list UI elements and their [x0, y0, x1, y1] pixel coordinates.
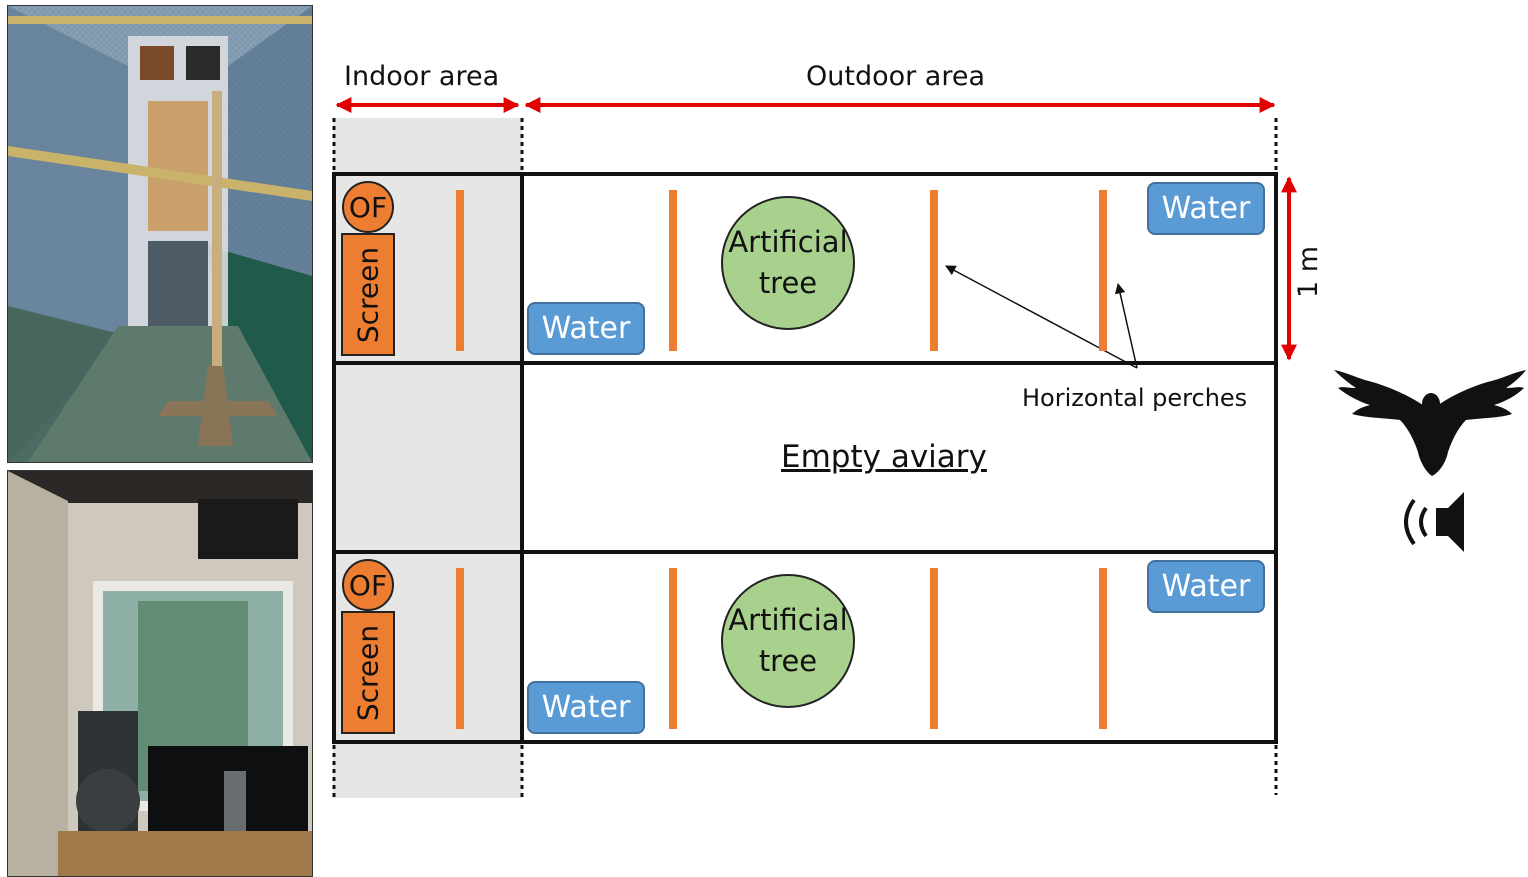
aviary-outlines	[332, 172, 1278, 744]
screen-top: Screen	[341, 233, 395, 356]
horizontal-perches-label: Horizontal perches	[1022, 384, 1248, 412]
perch-bottom-2	[669, 568, 677, 729]
water-top-left: Water	[527, 302, 645, 355]
perch-bottom-1	[456, 568, 464, 729]
water-bottom-right: Water	[1147, 560, 1265, 613]
perch-bottom-3	[930, 568, 938, 729]
screen-bottom: Screen	[341, 611, 395, 734]
speaker-icon	[1404, 492, 1464, 552]
empty-aviary-label: Empty aviary	[781, 439, 987, 475]
dotted-extensions	[332, 118, 1278, 798]
aviary-outdoor-photo	[7, 5, 313, 463]
eagle-silhouette-icon	[1334, 370, 1526, 476]
scale-label: 1 m	[1293, 245, 1324, 298]
perch-pointer-2	[1114, 282, 1138, 369]
operant-feeder-top: OF	[342, 181, 394, 233]
indoor-area-label: Indoor area	[344, 61, 500, 92]
outdoor-area-label: Outdoor area	[806, 61, 986, 92]
perch-top-2	[669, 190, 677, 351]
aviary-indoor-photo	[7, 470, 313, 877]
water-bottom-left: Water	[527, 681, 645, 734]
perch-top-4	[1099, 190, 1107, 351]
perch-top-3	[930, 190, 938, 351]
perch-top-1	[456, 190, 464, 351]
perch-pointer-1	[945, 265, 1138, 369]
perch-bottom-4	[1099, 568, 1107, 729]
operant-feeder-bottom: OF	[342, 559, 394, 611]
water-top-right: Water	[1147, 182, 1265, 235]
